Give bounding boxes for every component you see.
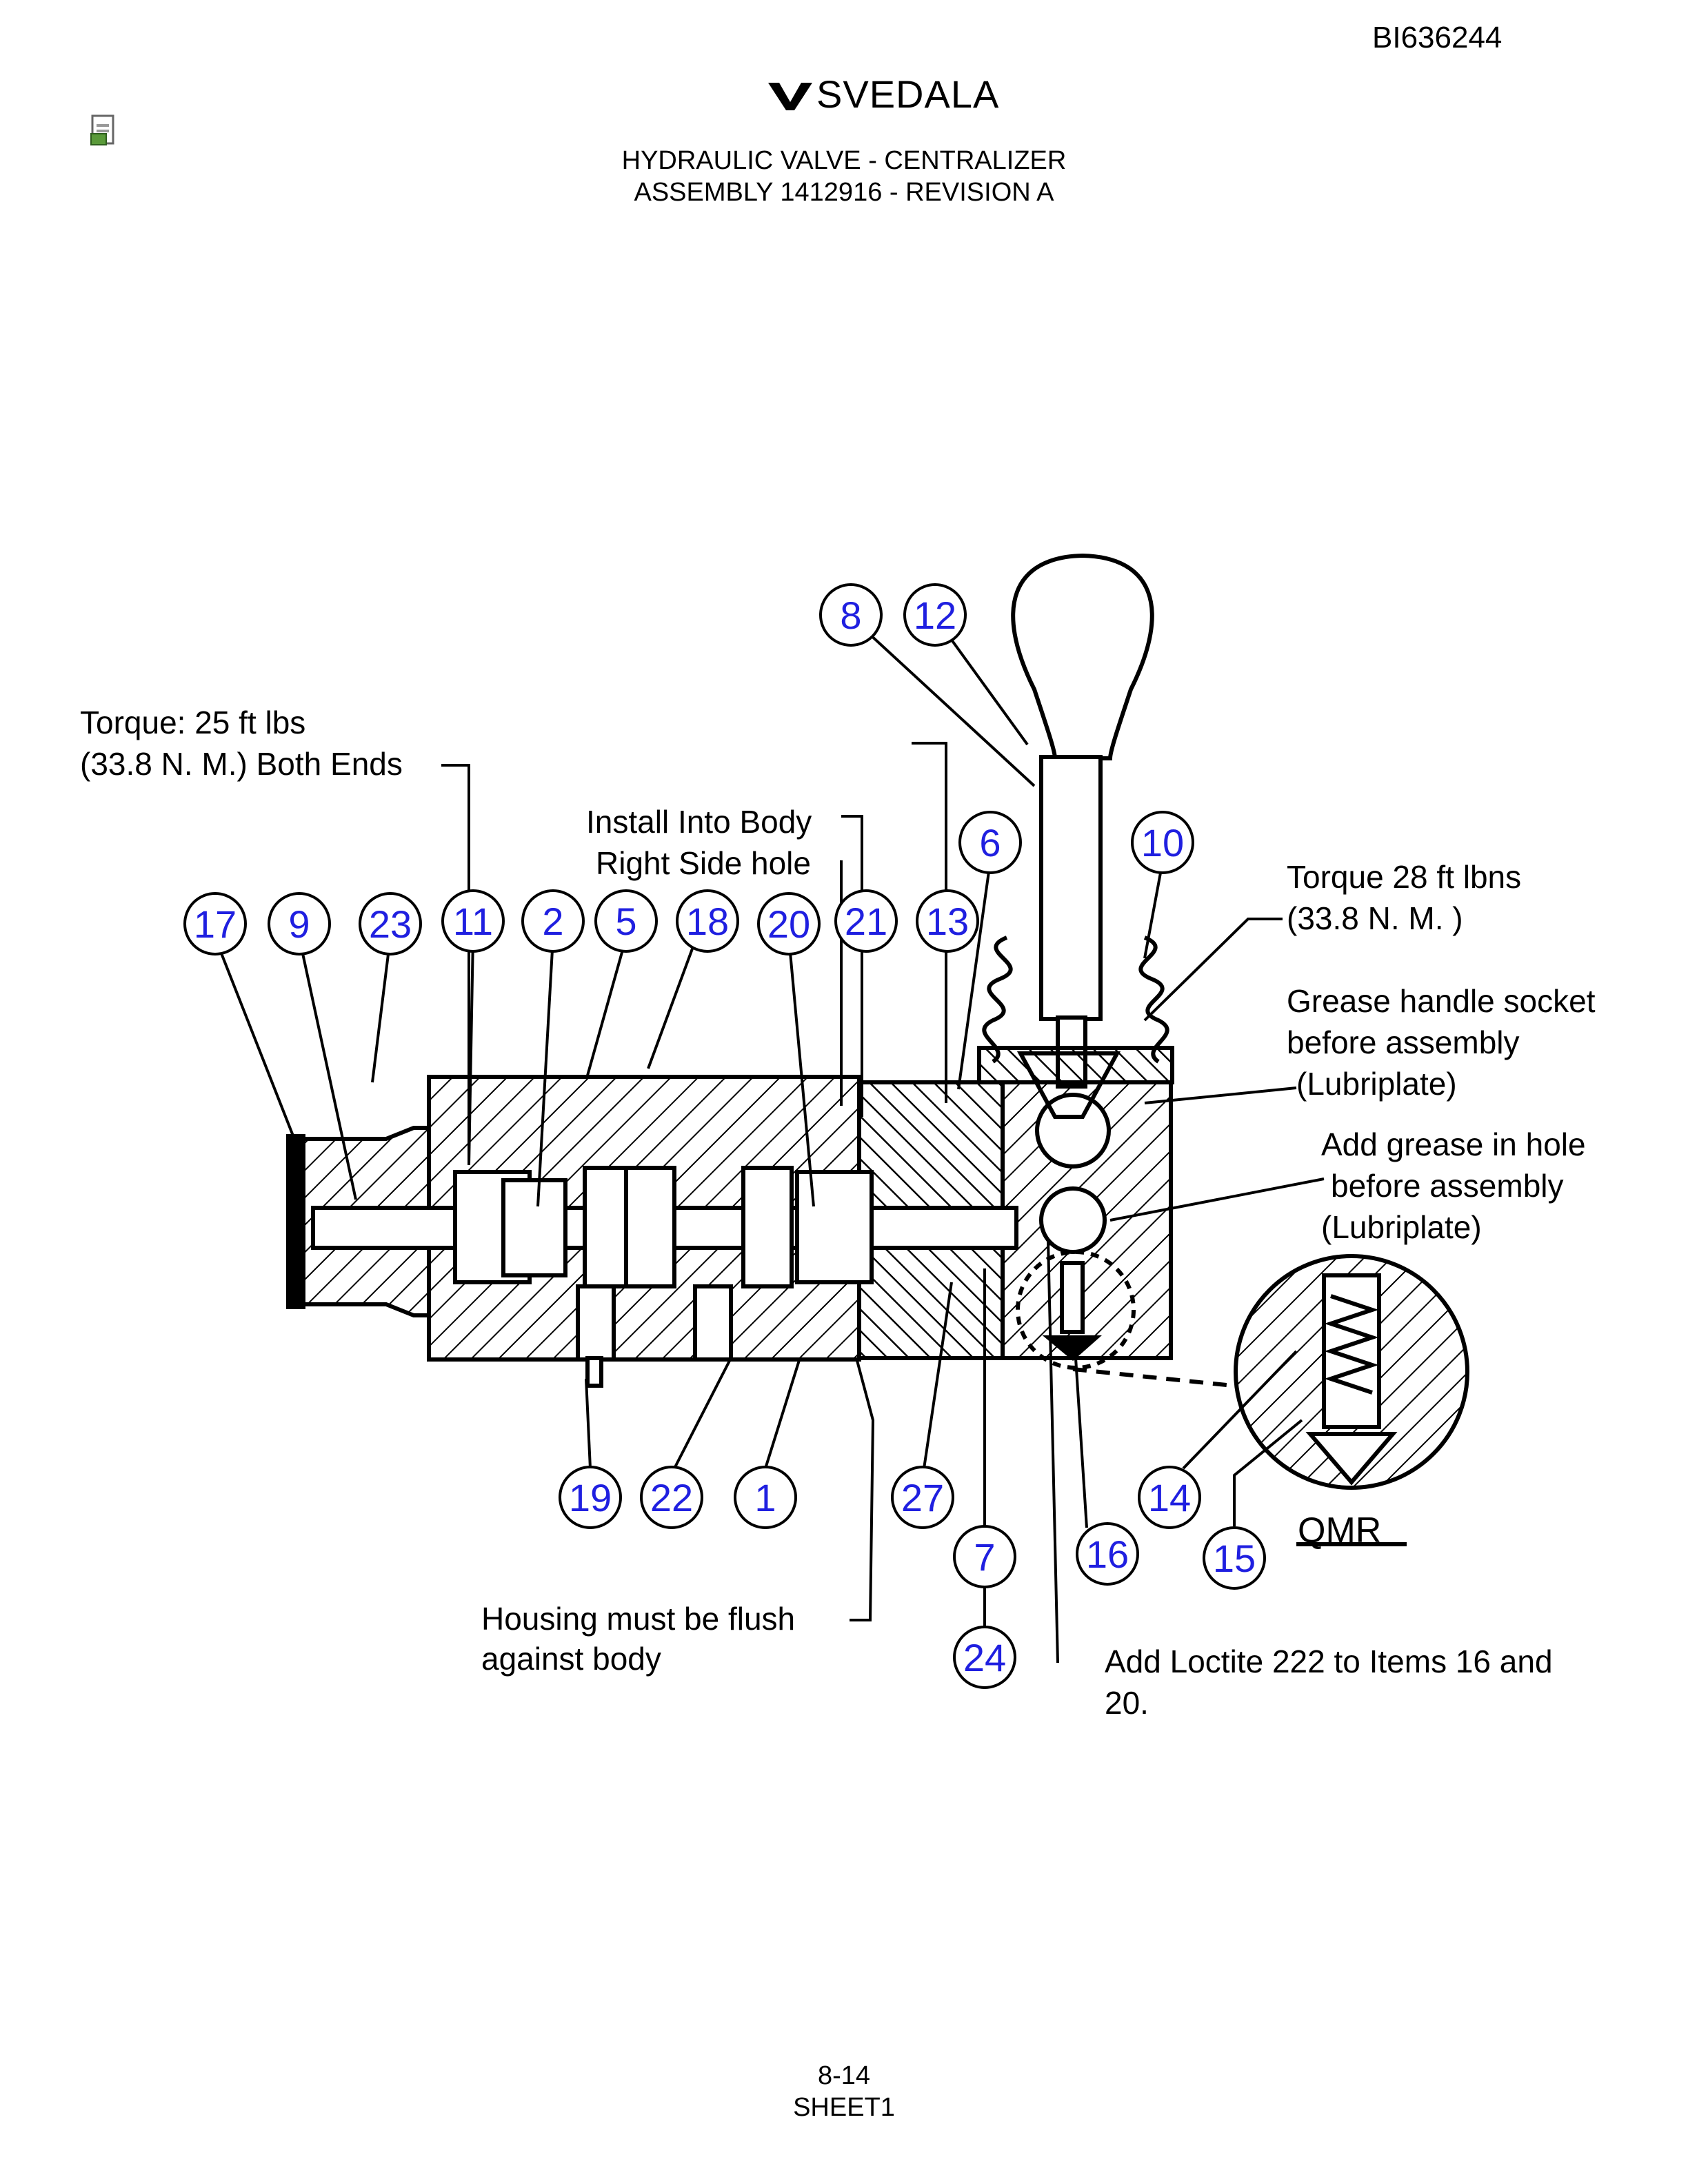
handle [977,553,1174,1361]
title-line-1: HYDRAULIC VALVE - CENTRALIZER [621,146,1067,175]
callout-bubble: 6 [958,811,1022,874]
callout-bubble: 13 [916,889,979,953]
grease-socket-note-line1: Grease handle socket [1287,983,1596,1019]
loctite-note-line1: Add Loctite 222 to Items 16 and [1105,1644,1553,1679]
callout-bubble: 18 [676,889,739,953]
callout-label: 16 [1086,1533,1129,1576]
callout-bubble: 1 [734,1466,797,1529]
document-icon[interactable] [90,114,120,148]
callout-bubble: 9 [268,892,331,956]
title-line-2: ASSEMBLY 1412916 - REVISION A [634,178,1054,207]
callout-label: 20 [767,902,810,946]
callout-label: 22 [650,1476,693,1519]
callout-bubble: 10 [1131,811,1194,874]
housing-note-line1: Housing must be flush [481,1601,796,1637]
callout-bubble: 19 [559,1466,622,1529]
callout-label: 13 [926,900,969,943]
page-number: 8-14 [817,2061,871,2090]
callout-label: 8 [840,594,861,637]
callout-bubble: 17 [183,892,247,956]
grease-hole-note-line3: (Lubriplate) [1321,1209,1482,1245]
callout-bubble: 27 [891,1466,954,1529]
callout-bubble: 14 [1138,1466,1201,1529]
callout-label: 21 [845,900,887,943]
callout-bubble: 7 [953,1525,1016,1588]
grease-socket-note-line3: (Lubriplate) [1296,1066,1457,1102]
grease-hole-note-line2: before assembly [1331,1168,1564,1204]
install-note-line1: Install Into Body [586,804,812,840]
callout-label: 19 [569,1476,612,1519]
grease-hole-note-line1: Add grease in hole [1321,1126,1586,1162]
install-note-line2: Right Side hole [596,845,811,881]
torque-right-note-line1: Torque 28 ft lbns [1287,859,1522,895]
sheet-label: SHEET1 [793,2093,895,2122]
leader-lines [214,616,1325,1664]
callout-label: 12 [914,594,956,637]
body-ports [576,1284,733,1388]
document-id: BI636244 [1372,21,1503,54]
callout-bubble: 21 [834,889,898,953]
qmr-detail [1016,1250,1469,1546]
callout-label: 17 [194,902,237,946]
callout-bubble: 23 [359,892,422,956]
loctite-note-line2: 20. [1105,1685,1149,1721]
housing-note-line2: against body [481,1641,661,1677]
callout-label: 2 [542,900,563,943]
callout-label: 23 [369,902,412,946]
callout-label: 11 [453,900,493,943]
callout-label: 27 [901,1476,944,1519]
callout-bubble: 16 [1076,1522,1139,1586]
callout-label: 15 [1213,1537,1256,1580]
callout-bubble: 2 [521,889,585,953]
brand-name: SVEDALA [816,72,1000,116]
torque-right-note-line2: (33.8 N. M. ) [1287,900,1463,936]
callout-bubble: 24 [953,1626,1016,1689]
callout-label: 5 [615,900,636,943]
qmr-label: QMR [1298,1510,1382,1550]
spool [311,1166,1018,1288]
callout-bubble: 8 [819,583,883,647]
callout-label: 9 [288,902,310,946]
callout-label: 1 [754,1476,776,1519]
callout-bubble: 5 [594,889,658,953]
callout-label: 24 [963,1636,1006,1679]
callout-label: 10 [1141,821,1184,865]
callout-bubble: 11 [441,889,505,953]
callout-label: 14 [1148,1476,1191,1519]
callout-bubble: 12 [903,583,967,647]
grease-socket-note-line2: before assembly [1287,1024,1520,1060]
callout-bubble: 22 [640,1466,703,1529]
callout-label: 7 [974,1535,995,1579]
callout-label: 6 [979,821,1001,865]
torque-left-note-line2: (33.8 N. M.) Both Ends [80,746,403,782]
svedala-logo-icon [768,83,812,110]
callout-label: 18 [686,900,729,943]
callout-group: 8 12 6 10 17 9 23 11 2 5 18 20 21 13 19 … [183,583,1266,1689]
callout-bubble: 15 [1203,1526,1266,1590]
torque-left-note-line1: Torque: 25 ft lbs [80,705,306,740]
callout-bubble: 20 [757,892,821,956]
